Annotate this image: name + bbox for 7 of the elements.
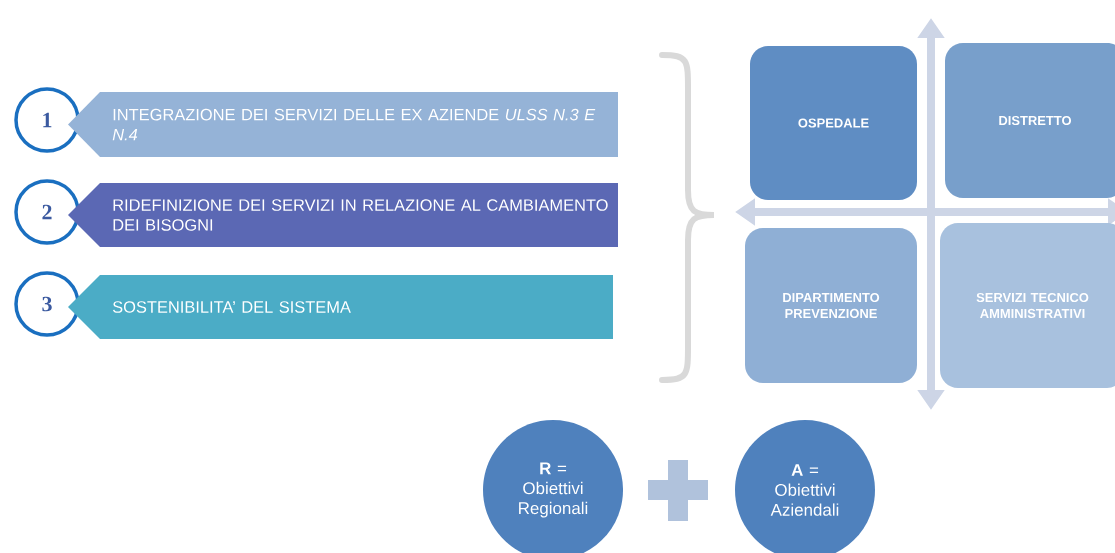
banner: RIDEFINIZIONE DEI SERVIZI IN RELAZIONE AL CAMBIAMENTO DEI BISOGNI <box>68 183 618 247</box>
quadrant-box: DISTRETTO <box>945 43 1115 198</box>
quadrant-box: OSPEDALE <box>750 46 917 200</box>
banner: INTEGRAZIONE DEI SERVIZI DELLE EX AZIENDE ULSS N.3 E N.4 <box>68 92 618 157</box>
banner: SOSTENIBILITA’ DEL SISTEMA <box>68 275 613 339</box>
quadrant-box: DIPARTIMENTO PREVENZIONE <box>745 228 917 383</box>
quadrant-box: SERVIZI TECNICO AMMINISTRATIVI <box>940 223 1115 388</box>
